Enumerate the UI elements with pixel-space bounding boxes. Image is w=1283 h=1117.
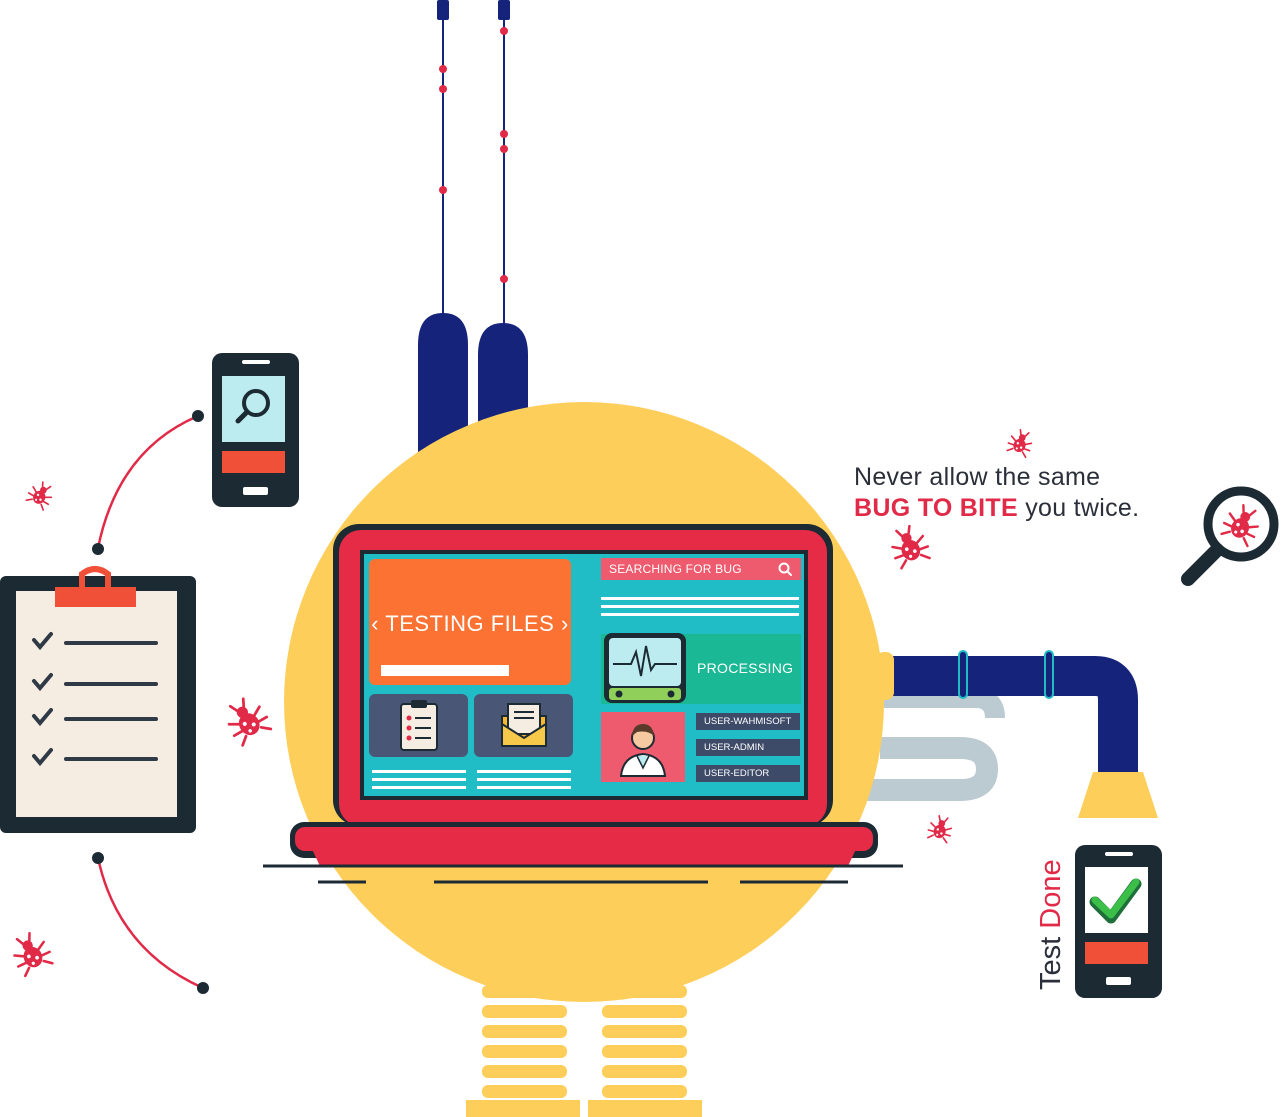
text-line bbox=[372, 778, 466, 781]
test-word: Test bbox=[1035, 936, 1067, 990]
search-icon bbox=[778, 562, 792, 576]
processing-tile: PROCESSING bbox=[601, 633, 801, 704]
done-word: Done bbox=[1035, 859, 1067, 929]
test-done-label: Test Done bbox=[1034, 859, 1068, 990]
mail-tile[interactable] bbox=[474, 694, 573, 757]
phone-search-icon bbox=[212, 353, 299, 507]
tagline-highlight: BUG TO BITE bbox=[854, 494, 1018, 522]
user-avatar-tile bbox=[601, 712, 685, 782]
envelope-icon bbox=[501, 703, 547, 747]
search-bar[interactable]: SEARCHING FOR BUG bbox=[601, 558, 801, 580]
magnifier-icon bbox=[1181, 486, 1279, 586]
hanging-wires bbox=[437, 0, 510, 325]
clipboard-icon bbox=[0, 566, 196, 833]
testing-files-tile[interactable]: ‹ TESTING FILES › bbox=[369, 559, 571, 685]
text-line bbox=[477, 778, 571, 781]
user-tag[interactable]: USER-EDITOR bbox=[696, 765, 800, 782]
search-label: SEARCHING FOR BUG bbox=[609, 562, 742, 576]
tagline-rest: you twice. bbox=[1017, 494, 1140, 522]
user-tag[interactable]: USER-WAHMISOFT bbox=[696, 713, 800, 730]
tagline: Never allow the same BUG TO BITE you twi… bbox=[854, 462, 1139, 524]
pipe-icon bbox=[860, 650, 1158, 818]
text-line bbox=[601, 597, 799, 600]
text-line bbox=[601, 605, 799, 608]
spring-icon bbox=[466, 985, 702, 1117]
processing-label: PROCESSING bbox=[697, 660, 794, 676]
tagline-line-2: BUG TO BITE you twice. bbox=[854, 493, 1139, 524]
laptop-screen: ‹ TESTING FILES › SEARCHING FOR BUG PROC… bbox=[364, 554, 804, 796]
text-line bbox=[372, 770, 466, 773]
text-line bbox=[372, 786, 466, 789]
text-line bbox=[477, 786, 571, 789]
testing-files-label: ‹ TESTING FILES › bbox=[371, 611, 569, 636]
connector-arcs bbox=[92, 410, 209, 994]
tagline-line-1: Never allow the same bbox=[854, 463, 1101, 491]
clipboard-tile[interactable] bbox=[369, 694, 468, 757]
clipboard-icon bbox=[400, 700, 438, 751]
doctor-avatar-icon bbox=[619, 724, 667, 777]
heartbeat-monitor-icon bbox=[604, 633, 686, 703]
text-line bbox=[477, 770, 571, 773]
text-line bbox=[601, 613, 799, 616]
user-tag[interactable]: USER-ADMIN bbox=[696, 739, 800, 756]
phone-check-icon bbox=[1075, 845, 1162, 998]
testing-progress-bar bbox=[381, 665, 509, 676]
